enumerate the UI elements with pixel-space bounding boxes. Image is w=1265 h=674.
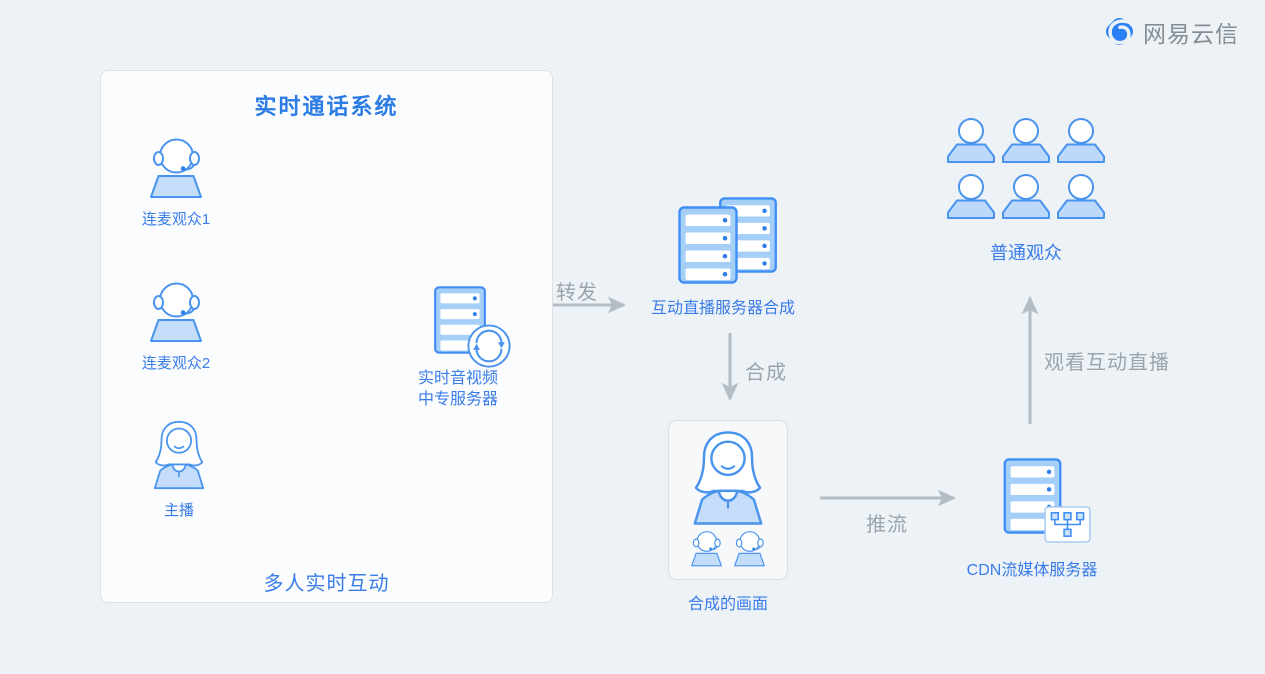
- person-icon: [1056, 174, 1106, 220]
- composite-frame-label: 合成的画面: [687, 596, 768, 613]
- person-icon: [1001, 118, 1051, 164]
- anchor-person-icon: [688, 430, 768, 526]
- relay-server-label-line1: 实时音视频: [417, 370, 498, 387]
- headset-person-icon: [147, 279, 205, 343]
- participant-label: 连麦观众2: [141, 355, 211, 372]
- sync-icon: [466, 323, 512, 369]
- headset-person-icon: [689, 529, 724, 567]
- interactive-live-server-label: 互动直播服务器合成: [650, 300, 795, 317]
- brand-logo: 网易云信: [1101, 13, 1239, 50]
- cdn-server-label: CDN流媒体服务器: [966, 562, 1098, 579]
- headset-person-icon: [732, 529, 767, 567]
- edge-label-forward: 转发: [556, 282, 598, 304]
- participant-lianmai-2: 连麦观众2: [116, 279, 236, 373]
- netease-yunxin-logo-icon: [1101, 13, 1138, 50]
- composite-frame: [668, 420, 788, 580]
- person-icon: [1056, 118, 1106, 164]
- person-icon: [1001, 174, 1051, 220]
- person-icon: [946, 174, 996, 220]
- brand-name: 网易云信: [1143, 20, 1239, 47]
- headset-person-icon: [147, 135, 205, 199]
- participant-label: 连麦观众1: [141, 211, 211, 228]
- participant-lianmai-1: 连麦观众1: [116, 135, 236, 229]
- server-stack-icon: [678, 206, 738, 284]
- relay-server-label: 实时音视频 中专服务器: [388, 368, 528, 410]
- panel-footer: 多人实时互动: [263, 573, 390, 595]
- realtime-call-panel: 实时通话系统 连麦观众1 连麦观众2 主播 实时音视频 中专服务器 多人实时互动: [100, 70, 553, 603]
- composite-mini-viewers: [689, 529, 767, 567]
- relay-server-label-line2: 中专服务器: [417, 391, 498, 408]
- person-icon: [946, 118, 996, 164]
- participant-anchor: 主播: [119, 420, 239, 520]
- network-tree-icon: [1044, 506, 1091, 543]
- audience-group: [946, 118, 1106, 220]
- audience-label: 普通观众: [990, 243, 1062, 263]
- interactive-live-server: 互动直播服务器合成: [643, 197, 803, 327]
- participant-label: 主播: [163, 502, 194, 519]
- edge-label-push: 推流: [866, 514, 908, 536]
- edge-label-watch: 观看互动直播: [1044, 352, 1170, 374]
- panel-title: 实时通话系统: [254, 94, 399, 119]
- edge-label-composite: 合成: [745, 362, 787, 384]
- anchor-person-icon: [152, 420, 206, 490]
